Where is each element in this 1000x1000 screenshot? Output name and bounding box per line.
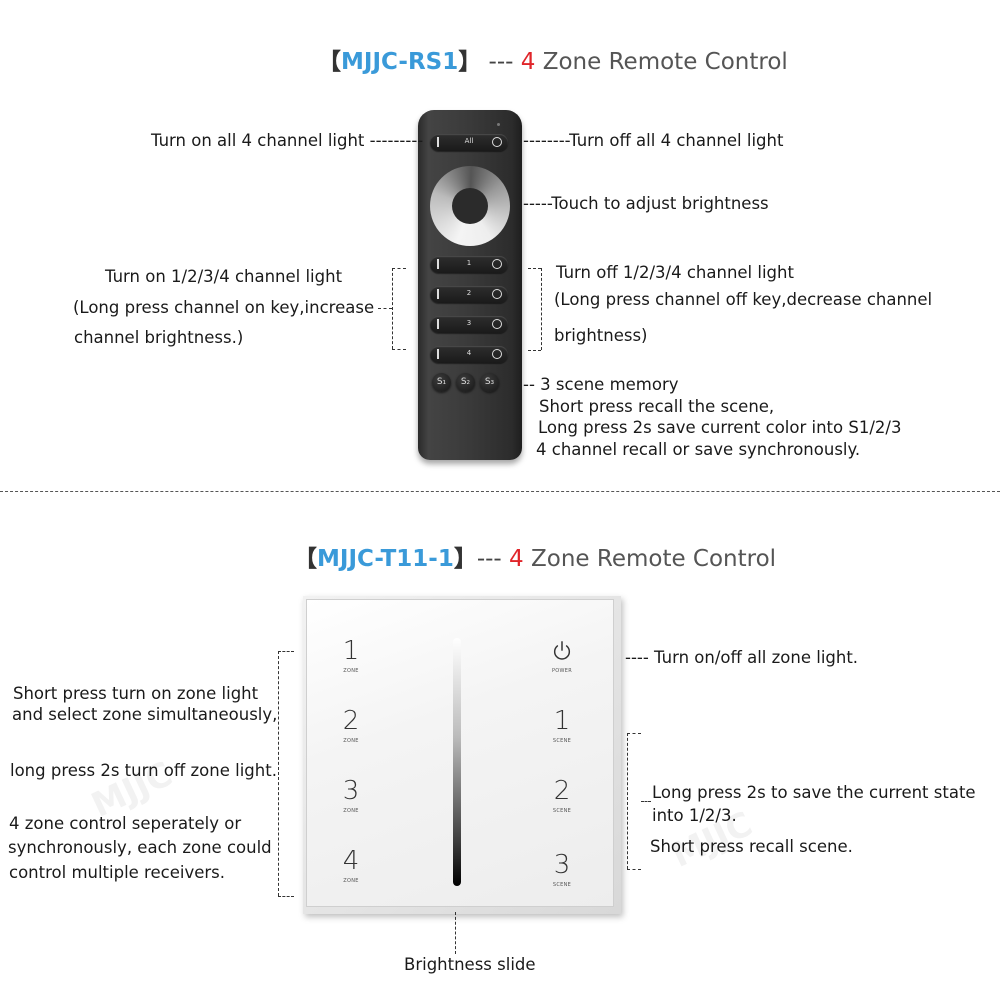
power-icon <box>553 641 571 660</box>
rs1-all-off-note: --------Turn off all 4 channel light <box>523 131 784 150</box>
rs1-title: 【MJJC-RS1】 --- 4 Zone Remote Control <box>318 42 788 76</box>
power-label: POWER <box>551 668 573 674</box>
on-icon <box>437 349 439 359</box>
scene-1-label: SCENE <box>552 738 572 744</box>
leader-line <box>627 733 628 869</box>
scene-key-2: S₂ <box>456 373 475 392</box>
t11-panel-image: 1 ZONE 2 ZONE 3 ZONE 4 ZONE POWER 1 SCEN… <box>306 599 614 907</box>
t11-power-note: ---- Turn on/off all zone light. <box>625 648 859 667</box>
leader-line <box>541 268 542 350</box>
led-indicator <box>497 123 500 126</box>
off-icon <box>492 259 502 269</box>
scene-key-3: S₃ <box>480 373 499 392</box>
rs1-title-model: MJJC-RS1 <box>341 49 459 75</box>
zone-1-label: ZONE <box>343 668 359 674</box>
t11-title-model: MJJC-T11-1 <box>317 546 454 572</box>
off-icon <box>492 319 502 329</box>
scene-3-number: 3 <box>553 850 571 880</box>
scene-1-number: 1 <box>553 706 571 736</box>
channel-key-2: 2 <box>430 286 508 303</box>
t11-title-close: 】 <box>453 546 477 572</box>
leader-line <box>528 268 541 269</box>
wheel-center <box>452 188 488 224</box>
off-icon <box>492 349 502 359</box>
zone-3-label: ZONE <box>343 808 359 814</box>
off-icon <box>492 289 502 299</box>
t11-title-dashes: --- <box>476 546 510 572</box>
leader-line <box>278 651 294 652</box>
scene-3-label: SCENE <box>552 882 572 888</box>
channel-key-3: 3 <box>430 316 508 333</box>
on-icon <box>437 289 439 299</box>
channel-key-1: 1 <box>430 256 508 273</box>
zone-3-number: 3 <box>342 776 360 806</box>
rs1-ch-off-line3: brightness) <box>554 326 648 345</box>
t11-left-line6: control multiple receivers. <box>9 863 225 882</box>
channel-key-4: 4 <box>430 346 508 363</box>
channel-key-label: 4 <box>466 349 472 357</box>
channel-key-label: 1 <box>466 259 472 267</box>
rs1-all-on-note: Turn on all 4 channel light --------- <box>151 131 424 150</box>
touch-wheel <box>430 166 510 246</box>
all-channel-key: All <box>430 134 508 151</box>
t11-title: 【MJJC-T11-1】--- 4 Zone Remote Control <box>294 539 776 573</box>
rs1-title-suffix: Zone Remote Control <box>535 49 788 75</box>
rs1-ch-off-line2: (Long press channel off key,decrease cha… <box>554 290 933 309</box>
leader-line <box>528 350 541 351</box>
rs1-scene-line3: Long press 2s save current color into S1… <box>538 418 902 437</box>
rs1-title-close: 】 <box>458 49 482 75</box>
rs1-title-open: 【 <box>318 49 341 75</box>
rs1-scene-line2: Short press recall the scene, <box>539 397 775 416</box>
t11-left-line4: 4 zone control seperately or <box>9 814 242 833</box>
leader-line <box>392 349 406 350</box>
rs1-remote-image: All 1 2 3 4 S₁ S₂ S₃ <box>418 110 522 460</box>
t11-title-zones: 4 <box>509 546 524 572</box>
channel-key-label: 3 <box>466 319 472 327</box>
rs1-ch-off-line1: Turn off 1/2/3/4 channel light <box>556 263 794 282</box>
off-icon <box>492 137 502 147</box>
on-icon <box>437 137 439 147</box>
brightness-slider <box>453 638 461 886</box>
leader-line <box>627 733 641 734</box>
rs1-title-dashes: --- <box>481 49 521 75</box>
rs1-scene-line1: -- 3 scene memory <box>523 375 679 394</box>
t11-left-line5: synchronously, each zone could <box>8 838 272 857</box>
scene-2-label: SCENE <box>552 808 572 814</box>
t11-scene-line2: into 1/2/3. <box>652 806 737 825</box>
t11-title-open: 【 <box>294 546 317 572</box>
zone-2-number: 2 <box>342 706 360 736</box>
zone-4-number: 4 <box>342 846 360 876</box>
t11-left-line3: long press 2s turn off zone light. <box>10 761 277 780</box>
on-icon <box>437 259 439 269</box>
t11-scene-line3: Short press recall scene. <box>650 837 853 856</box>
leader-line <box>641 801 651 802</box>
zone-1-number: 1 <box>342 636 360 666</box>
leader-line <box>455 912 456 954</box>
section-divider <box>0 491 1000 492</box>
rs1-title-zones: 4 <box>520 49 536 75</box>
rs1-ch-on-line2: (Long press channel on key,increase <box>73 298 375 317</box>
on-icon <box>437 319 439 329</box>
leader-line <box>278 896 294 897</box>
t11-title-suffix: Zone Remote Control <box>523 546 777 572</box>
rs1-ch-on-line1: Turn on 1/2/3/4 channel light <box>105 267 343 286</box>
scene-2-number: 2 <box>553 776 571 806</box>
scene-key-1: S₁ <box>432 373 451 392</box>
t11-left-line2: and select zone simultaneously, <box>12 705 278 724</box>
leader-line <box>627 869 641 870</box>
leader-line <box>392 268 406 269</box>
t11-left-line1: Short press turn on zone light <box>13 684 259 703</box>
t11-scene-line1: Long press 2s to save the current state <box>652 783 976 802</box>
leader-line <box>392 268 393 349</box>
t11-slide-label: Brightness slide <box>404 955 536 974</box>
leader-line <box>278 651 279 896</box>
leader-line <box>378 308 392 309</box>
channel-key-label: 2 <box>466 289 472 297</box>
rs1-touch-note: -----Touch to adjust brightness <box>523 194 769 213</box>
zone-4-label: ZONE <box>343 878 359 884</box>
rs1-ch-on-line3: channel brightness.) <box>74 328 244 347</box>
zone-2-label: ZONE <box>343 738 359 744</box>
rs1-scene-line4: 4 channel recall or save synchronously. <box>536 440 861 459</box>
all-key-label: All <box>464 137 474 145</box>
